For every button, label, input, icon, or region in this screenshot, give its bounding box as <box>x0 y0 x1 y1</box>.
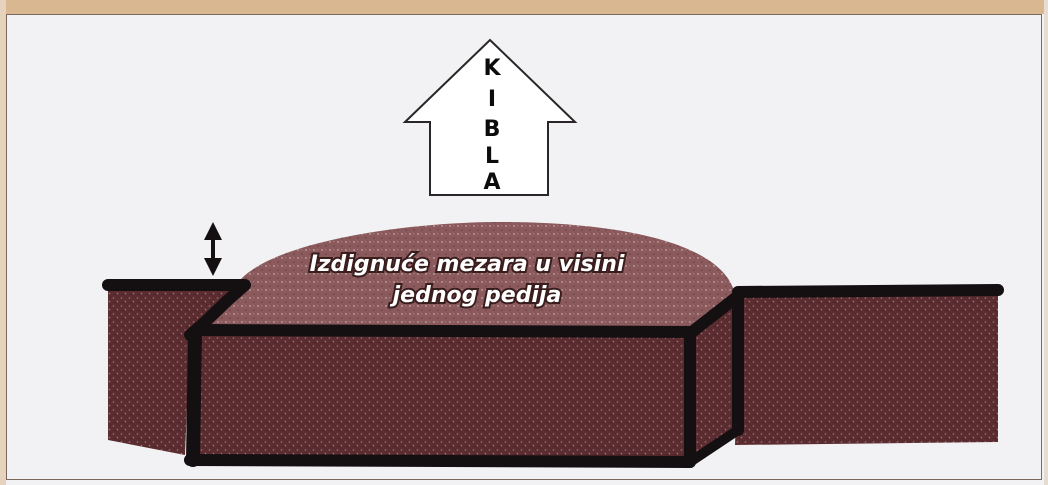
scan-frame-left <box>0 0 6 485</box>
grave-pit-front <box>195 335 690 465</box>
grave-pit-side <box>690 298 738 465</box>
double-arrow-vertical-icon <box>204 222 222 276</box>
kibla-letter-k: K <box>483 56 501 81</box>
kibla-letter-b: B <box>484 117 501 142</box>
scan-frame-right <box>1044 0 1048 485</box>
scan-frame-top <box>0 0 1048 14</box>
grave-mound <box>205 222 736 335</box>
kibla-letter-l: L <box>485 144 499 169</box>
diagram-border <box>6 14 1042 480</box>
mound-caption-line2: jednog pedija <box>390 283 562 308</box>
grave-outline <box>102 279 1004 468</box>
kibla-label: K I B L A <box>483 56 501 195</box>
up-arrow-icon <box>402 38 578 196</box>
mound-caption-line1: Izdignuće mezara u visini <box>310 252 625 277</box>
kibla-letter-i: I <box>488 87 496 112</box>
kibla-letter-a: A <box>483 170 500 195</box>
ground-left <box>108 285 245 455</box>
ground-right <box>735 290 998 445</box>
